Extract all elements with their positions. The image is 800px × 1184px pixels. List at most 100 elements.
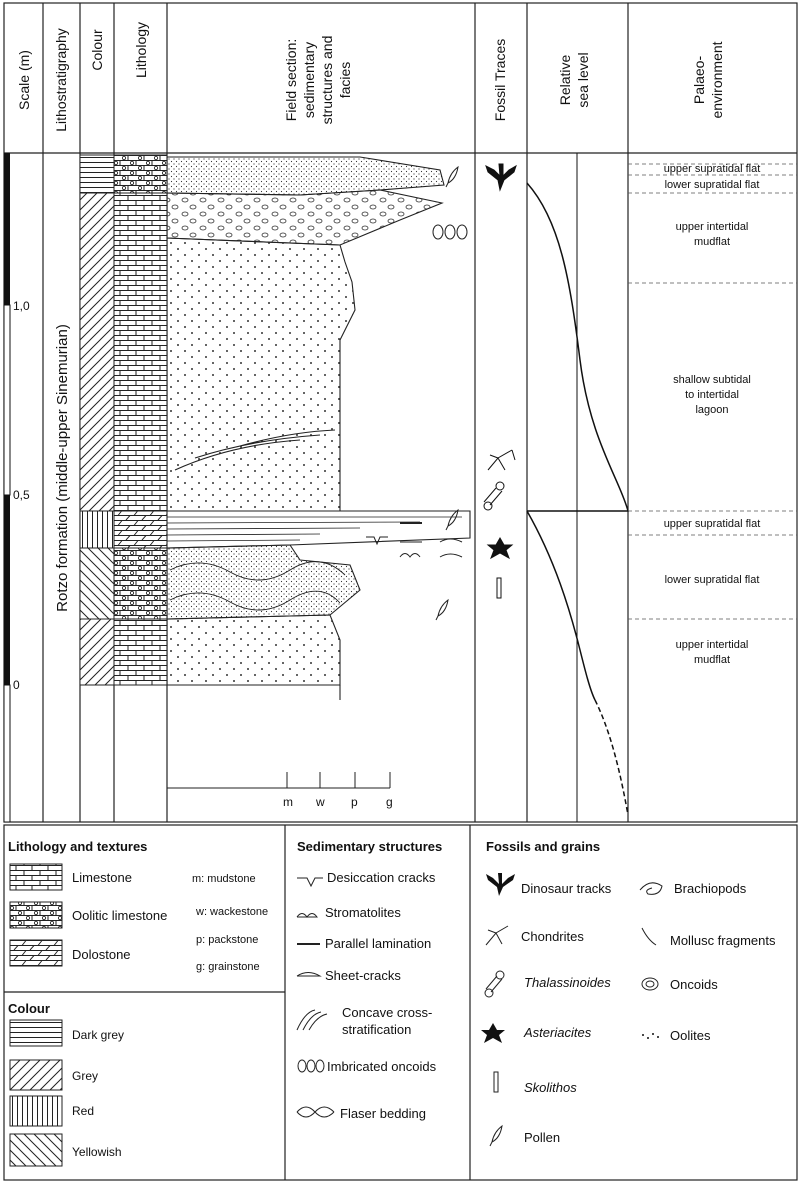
texture-grainstone: g: grainstone	[196, 961, 260, 973]
texture-axis	[167, 772, 391, 789]
svg-text:Mollusc fragments: Mollusc fragments	[670, 933, 776, 948]
asteriacites-icon	[481, 1023, 505, 1043]
limestone-swatch	[9, 863, 63, 891]
env-lagoon-1: shallow subtidal	[673, 374, 751, 386]
red-swatch	[9, 1095, 63, 1127]
concave-cross-stratification-icon	[296, 1009, 328, 1031]
legend-fossils: Fossils and grains Dinosaur tracks Chond…	[481, 839, 776, 1147]
header-field-section: Field section: sedimentary structures an…	[283, 36, 353, 125]
section-symbols	[366, 165, 468, 621]
legend-fossils-title: Fossils and grains	[486, 839, 600, 854]
svg-text:Oolitic limestone: Oolitic limestone	[72, 908, 167, 923]
svg-text:Stromatolites: Stromatolites	[325, 905, 401, 920]
dinosaur-tracks-icon	[486, 873, 515, 896]
texture-g: g	[386, 795, 393, 809]
legend-colour: Colour Dark grey Grey Red Yellowish	[8, 1001, 124, 1167]
dark-grey-swatch	[9, 1019, 63, 1047]
dolostone-swatch	[9, 939, 63, 967]
scale-bar: 1,0 0,5 0	[3, 153, 30, 823]
chondrites-icon	[487, 449, 516, 471]
svg-text:Thalassinoides: Thalassinoides	[524, 975, 611, 990]
brachiopods-icon	[639, 882, 663, 895]
svg-text:environment: environment	[709, 41, 725, 118]
svg-text:Dark grey: Dark grey	[72, 1028, 124, 1042]
mollusc-fragments-icon	[641, 927, 657, 946]
formation-label: Rotzo formation (middle-upper Sinemurian…	[54, 324, 71, 612]
oolitic-limestone-swatch	[9, 901, 63, 929]
env-upper-supratidal-mid: upper supratidal flat	[664, 518, 761, 530]
palaeoenvironment-column	[628, 163, 797, 620]
field-section-drawing	[166, 156, 471, 700]
svg-text:Dolostone: Dolostone	[72, 947, 131, 962]
env-upper-intertidal-top-2: mudflat	[694, 236, 730, 248]
header-fossil-traces: Fossil Traces	[492, 39, 508, 121]
imbricated-oncoids-icon	[297, 1059, 325, 1073]
texture-mudstone: m: mudstone	[192, 873, 256, 885]
texture-wackestone: w: wackestone	[195, 906, 268, 918]
skolithos-icon	[496, 577, 502, 599]
top-oolitic-bed	[166, 156, 445, 196]
header-lithology: Lithology	[133, 22, 149, 78]
colour-column	[79, 154, 115, 686]
svg-text:Pollen: Pollen	[524, 1130, 560, 1145]
desiccation-cracks-icon	[366, 536, 388, 546]
oncoids-icon	[641, 977, 659, 991]
environment-labels: upper supratidal flat lower supratidal f…	[664, 163, 761, 666]
svg-text:Dinosaur tracks: Dinosaur tracks	[521, 881, 612, 896]
texture-p: p	[351, 795, 358, 809]
lagoon-body	[166, 237, 356, 512]
concave-cross-strata	[174, 429, 336, 471]
env-upper-supratidal-top: upper supratidal flat	[664, 163, 761, 175]
texture-packstone: p: packstone	[196, 934, 258, 946]
legend-frame	[3, 824, 798, 1181]
header-palaeoenvironment: Palaeo- environment	[691, 41, 725, 118]
svg-text:Concave cross-: Concave cross-	[342, 1005, 432, 1020]
svg-text:Skolithos: Skolithos	[524, 1080, 577, 1095]
legend-sedimentary: Sedimentary structures Desiccation crack…	[296, 839, 442, 1121]
svg-text:Palaeo-: Palaeo-	[691, 56, 707, 105]
env-lagoon-3: lagoon	[695, 404, 728, 416]
svg-text:Desiccation cracks: Desiccation cracks	[327, 870, 436, 885]
asteriacites-icon	[486, 536, 514, 560]
svg-text:stratification: stratification	[342, 1022, 411, 1037]
basal-bed	[166, 614, 341, 686]
svg-text:Brachiopods: Brachiopods	[674, 881, 747, 896]
legend-lithology: Lithology and textures Limestone Oolitic…	[8, 839, 268, 973]
svg-text:Imbricated oncoids: Imbricated oncoids	[327, 1059, 437, 1074]
svg-text:Asteriacites: Asteriacites	[523, 1025, 592, 1040]
svg-text:Relative: Relative	[557, 55, 573, 106]
svg-text:Limestone: Limestone	[72, 870, 132, 885]
svg-text:Grey: Grey	[72, 1069, 98, 1083]
svg-text:Parallel lamination: Parallel lamination	[325, 936, 431, 951]
svg-text:sea level: sea level	[575, 52, 591, 107]
sea-level-curve	[526, 153, 629, 822]
svg-text:Yellowish: Yellowish	[72, 1145, 122, 1159]
texture-w: w	[315, 795, 325, 809]
svg-text:Oolites: Oolites	[670, 1028, 711, 1043]
env-lower-supratidal-top: lower supratidal flat	[665, 179, 760, 191]
oncoid-bed	[166, 189, 444, 246]
thalassinoides-icon	[483, 481, 505, 511]
texture-m: m	[283, 795, 293, 809]
header-colour: Colour	[89, 29, 105, 71]
scale-tick-1-0: 1,0	[13, 299, 30, 313]
svg-text:Chondrites: Chondrites	[521, 929, 584, 944]
column-headers: Scale (m) Lithostratigraphy Colour Litho…	[16, 22, 725, 132]
dinosaur-tracks-icon	[485, 163, 517, 192]
header-scale: Scale (m)	[16, 50, 32, 110]
header-sea-level: Relative sea level	[557, 52, 591, 107]
sheet-cracks-icon	[400, 538, 463, 543]
svg-text:Oncoids: Oncoids	[670, 977, 718, 992]
env-lagoon-2: to intertidal	[685, 389, 739, 401]
lithology-column	[113, 154, 168, 686]
thalassinoides-icon	[484, 970, 505, 998]
legend-lithology-title: Lithology and textures	[8, 839, 147, 854]
svg-text:sedimentary: sedimentary	[301, 42, 317, 118]
laminated-dolostone	[166, 510, 471, 549]
legend-colour-title: Colour	[8, 1001, 50, 1016]
flaser-bedding-icon	[296, 1106, 335, 1118]
yellowish-swatch	[9, 1133, 63, 1167]
stromatolites-icon	[399, 553, 463, 558]
pollen-icon	[445, 165, 459, 188]
